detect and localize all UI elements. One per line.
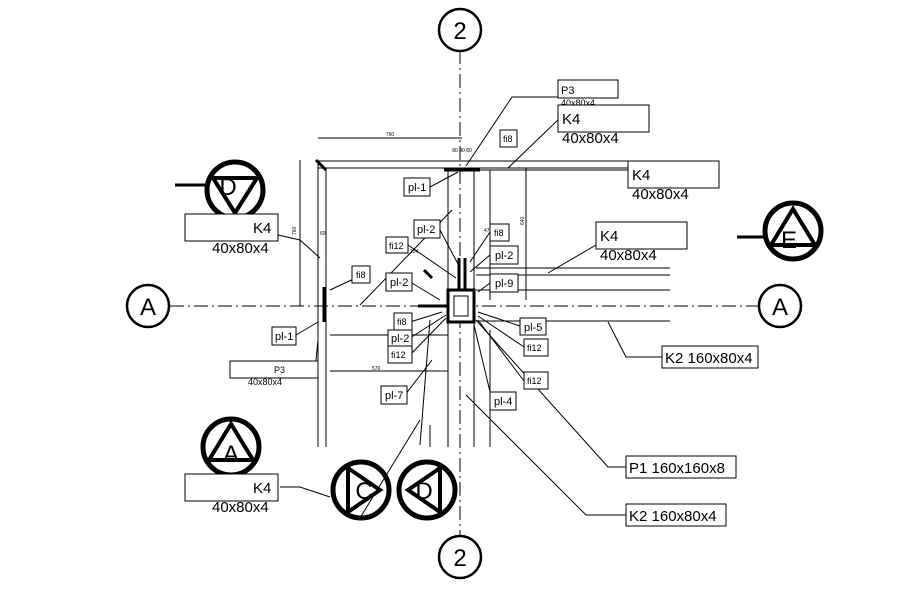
brace-lower-left bbox=[419, 319, 431, 446]
grid-bubble-2-bottom: 2 bbox=[437, 534, 483, 580]
callout-k4-right-upper-size: 40x80x4 bbox=[632, 186, 689, 203]
dim-top-width: 760 bbox=[386, 132, 395, 138]
section-label-left-top: D bbox=[219, 174, 236, 201]
tag-pl2-upper: pl-2 bbox=[413, 219, 441, 239]
callout-k2-right: K2 160x80x4 bbox=[661, 345, 759, 369]
svg-text:pl-9: pl-9 bbox=[495, 278, 513, 290]
tag-pl2-right: pl-2 bbox=[489, 245, 519, 265]
svg-text:fi8: fi8 bbox=[356, 270, 366, 280]
section-label-left-bottom: A bbox=[223, 441, 239, 468]
tag-pl2-left: pl-2 bbox=[385, 272, 413, 292]
svg-text:pl-5: pl-5 bbox=[524, 322, 542, 334]
dim-mid-b: 474 bbox=[484, 228, 493, 234]
grid-bubble-a-left: A bbox=[125, 283, 171, 329]
svg-text:fi12: fi12 bbox=[527, 343, 542, 353]
leader-lines bbox=[277, 96, 662, 519]
column-p1-section bbox=[446, 288, 476, 324]
svg-text:pl-2: pl-2 bbox=[417, 224, 435, 236]
dim-mid-d: 60 bbox=[320, 231, 326, 237]
tag-fi12-right2: fi12 bbox=[523, 371, 549, 390]
svg-text:fi12: fi12 bbox=[391, 350, 406, 360]
svg-text:fi12: fi12 bbox=[527, 376, 542, 386]
callout-k4-left: K4 40x80x4 bbox=[184, 213, 279, 257]
callout-p1: P1 160x160x8 bbox=[625, 455, 737, 479]
callout-k4-left-size: 40x80x4 bbox=[212, 240, 269, 257]
plate-brace-stub bbox=[422, 268, 434, 280]
dim-left-height: 760 bbox=[292, 226, 298, 235]
callout-k4-right-upper: K4 40x80x4 bbox=[627, 160, 720, 203]
svg-text:pl-1: pl-1 bbox=[408, 182, 426, 194]
grid-label-a-left: A bbox=[140, 294, 156, 321]
callout-p3-left: P3 40x80x4 bbox=[229, 360, 319, 387]
callout-k4-left-name: K4 bbox=[253, 220, 271, 237]
grid-label-a-right: A bbox=[772, 294, 788, 321]
tag-fi12-right1: fi12 bbox=[523, 338, 549, 357]
svg-text:fi8: fi8 bbox=[494, 228, 504, 238]
svg-text:fi8: fi8 bbox=[503, 134, 513, 144]
plate-top-diag bbox=[314, 158, 328, 172]
section-label-bottom-right: D bbox=[415, 478, 432, 505]
callout-k2-bottom-label: K2 160x80x4 bbox=[629, 508, 717, 525]
svg-text:fi12: fi12 bbox=[389, 241, 404, 251]
grid-label-2-top: 2 bbox=[453, 18, 466, 45]
section-label-right: E bbox=[781, 227, 797, 254]
svg-text:pl-7: pl-7 bbox=[385, 390, 403, 402]
callout-p3-left-size: 40x80x4 bbox=[248, 377, 282, 387]
section-marker-left-bottom: A bbox=[200, 416, 262, 478]
callout-k4-right-lower-size: 40x80x4 bbox=[600, 247, 657, 264]
callout-k4-bottom: K4 40x80x4 bbox=[184, 473, 279, 516]
callout-k4-right-lower: K4 40x80x4 bbox=[595, 221, 688, 264]
dim-right-height: 640 bbox=[520, 216, 526, 225]
tag-fi8-low: fi8 bbox=[393, 312, 413, 331]
callout-k4-bottom-size: 40x80x4 bbox=[212, 499, 269, 516]
tag-pl5: pl-5 bbox=[519, 317, 547, 336]
svg-text:pl-1: pl-1 bbox=[275, 331, 293, 343]
tag-pl9: pl-9 bbox=[489, 273, 519, 293]
grid-bubble-2-top: 2 bbox=[437, 7, 483, 53]
section-marker-bottom-right: D bbox=[396, 459, 458, 521]
callout-k2-right-label: K2 160x80x4 bbox=[665, 350, 753, 367]
tag-fi8-left: fi8 bbox=[351, 265, 371, 284]
svg-text:pl-4: pl-4 bbox=[494, 396, 512, 408]
callout-p1-label: P1 160x160x8 bbox=[629, 460, 725, 477]
callout-k4-right-lower-name: K4 bbox=[600, 228, 618, 245]
callout-p3-left-name: P3 bbox=[274, 365, 285, 375]
callout-k2-bottom: K2 160x80x4 bbox=[625, 503, 727, 527]
tag-fi12-low: fi12 bbox=[387, 345, 413, 364]
section-label-bottom-left: C bbox=[355, 478, 372, 505]
grid-bubble-a-right: A bbox=[757, 283, 803, 329]
section-marker-bottom-left: C bbox=[330, 459, 392, 521]
callout-k4-top: K4 40x80x4 bbox=[557, 104, 650, 147]
grid-label-2-bottom: 2 bbox=[453, 545, 466, 572]
column-p1-inner bbox=[453, 295, 469, 317]
section-marker-left-top: D bbox=[175, 159, 266, 221]
tag-pl1-left: pl-1 bbox=[271, 326, 297, 346]
svg-text:pl-2: pl-2 bbox=[495, 250, 513, 262]
callout-p3-top-name: P3 bbox=[561, 85, 574, 97]
tag-fi8-mid: fi8 bbox=[489, 223, 510, 242]
callout-p3-top: P3 40x80x4 bbox=[557, 79, 619, 108]
svg-text:pl-2: pl-2 bbox=[390, 277, 408, 289]
dim-top-small: 80 40 80 bbox=[452, 148, 472, 154]
tag-fi12-upper: fi12 bbox=[385, 236, 409, 254]
tag-pl4: pl-4 bbox=[489, 391, 517, 411]
callout-p3-top-size: 40x80x4 bbox=[561, 98, 595, 108]
tag-pl1-top: pl-1 bbox=[403, 177, 431, 197]
callout-k4-bottom-name: K4 bbox=[253, 480, 271, 497]
tag-fi8-top: fi8 bbox=[499, 129, 518, 148]
dim-mid-c: 570 bbox=[372, 366, 381, 372]
callout-k4-right-upper-name: K4 bbox=[632, 167, 650, 184]
svg-text:fi8: fi8 bbox=[397, 317, 407, 327]
svg-text:pl-2: pl-2 bbox=[391, 333, 409, 345]
tag-pl7: pl-7 bbox=[380, 385, 408, 405]
callout-k4-top-size: 40x80x4 bbox=[562, 130, 619, 147]
dim-mid-a: 154 bbox=[410, 249, 419, 255]
section-marker-right: E bbox=[737, 200, 824, 262]
tag-pl2-low: pl-2 bbox=[387, 329, 413, 347]
callout-k4-top-name: K4 bbox=[562, 111, 580, 128]
